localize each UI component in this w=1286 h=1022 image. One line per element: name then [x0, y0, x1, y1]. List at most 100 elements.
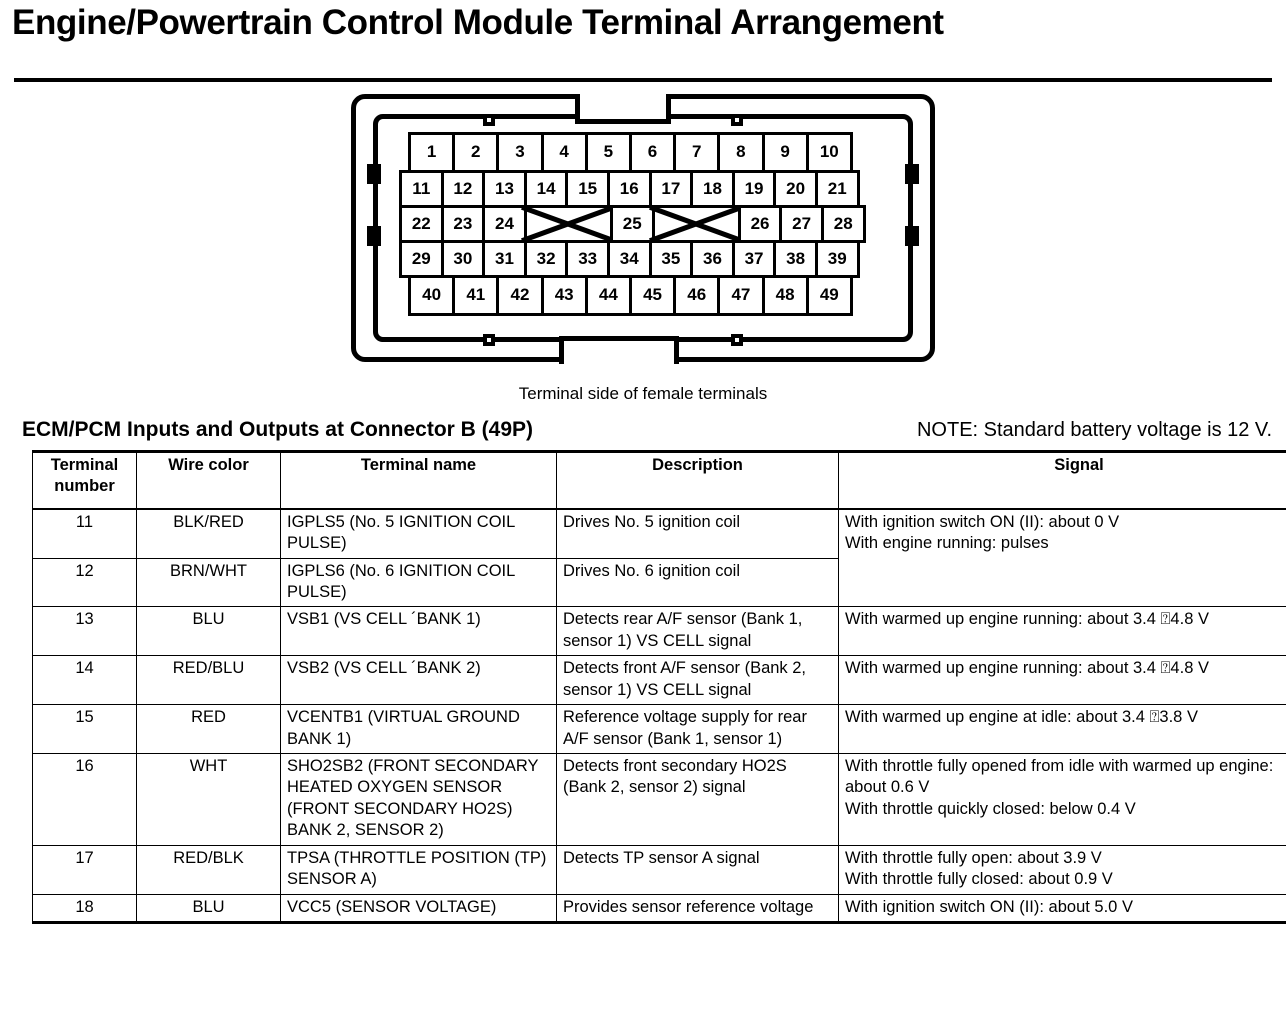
pin-cell: 15 [565, 169, 610, 208]
pin-cell: 21 [814, 169, 860, 208]
diagram-caption: Terminal side of female terminals [518, 383, 768, 403]
pin-cell: 48 [761, 274, 809, 316]
pin-cell: 28 [820, 204, 866, 243]
pin-cell: 11 [399, 169, 444, 208]
side-tab-right-upper [905, 163, 919, 184]
cell-terminal-number: 15 [32, 704, 137, 755]
pin-row-4: 29 30 31 32 33 34 35 36 37 38 39 [399, 239, 889, 278]
cell-terminal-number: 11 [32, 508, 137, 559]
cell-wire-color: BLU [136, 893, 281, 925]
side-tab-left-upper [367, 163, 381, 184]
pin-row-5: 40 41 42 43 44 45 46 47 48 49 [399, 274, 889, 316]
side-tab-left-lower [367, 225, 381, 246]
pin-cell: 39 [814, 239, 860, 278]
signal-line: With warmed up engine running: about 3.4… [845, 659, 1209, 678]
section-heading-bar: ECM/PCM Inputs and Outputs at Connector … [22, 418, 1272, 442]
cell-terminal-number: 16 [32, 753, 137, 846]
signal-line: With ignition switch ON (II): about 5.0 … [845, 897, 1133, 916]
pin-cell: 35 [648, 239, 694, 278]
pin-cell: 13 [482, 169, 527, 208]
pin-cell: 43 [540, 274, 588, 316]
signal-line: With throttle fully closed: about 0.9 V [845, 870, 1113, 889]
pin-cell: 47 [717, 274, 765, 316]
connector-diagram: 1 2 3 4 5 6 7 8 9 10 11 12 13 14 15 16 1… [343, 88, 943, 378]
section-note: NOTE: Standard battery voltage is 12 V. [916, 418, 1272, 441]
pin-cell: 20 [773, 169, 818, 208]
pin-cell: 8 [717, 131, 765, 173]
signal-line: With throttle fully open: about 3.9 V [845, 848, 1102, 867]
signal-line: With ignition switch ON (II): about 0 V [845, 512, 1120, 531]
pin-cell: 30 [440, 239, 486, 278]
section-title: ECM/PCM Inputs and Outputs at Connector … [22, 417, 534, 441]
pin-cell: 45 [628, 274, 677, 316]
notch-top-left [483, 113, 495, 126]
pin-cell: 7 [673, 131, 721, 173]
cell-terminal-number: 14 [32, 655, 137, 706]
pin-cell: 5 [584, 131, 632, 173]
cell-signal: With ignition switch ON (II): about 0 V W… [838, 508, 1286, 608]
pin-cell: 23 [440, 204, 486, 243]
cell-terminal-name: VCC5 (SENSOR VOLTAGE) [280, 893, 557, 925]
signal-line: With engine running: pulses [845, 534, 1049, 553]
pin-cell: 25 [609, 204, 655, 243]
cell-terminal-name: IGPLS6 (No. 6 IGNITION COIL PULSE) [280, 557, 557, 608]
cell-description: Drives No. 5 ignition coil [556, 508, 839, 559]
header-wire-color: Wire color [136, 449, 281, 510]
notch-top-right [731, 113, 743, 126]
pin-cell: 27 [779, 204, 824, 243]
pin-cell: 24 [482, 204, 527, 243]
cell-terminal-name: VSB1 (VS CELL ´BANK 1) [280, 606, 557, 657]
cell-terminal-name: VSB2 (VS CELL ´BANK 2) [280, 655, 557, 706]
cell-terminal-number: 17 [32, 844, 137, 895]
pin-cell: 14 [523, 169, 569, 208]
pin-cell: 40 [408, 274, 456, 316]
pin-grid: 1 2 3 4 5 6 7 8 9 10 11 12 13 14 15 16 1… [399, 131, 889, 316]
cell-signal: With warmed up engine at idle: about 3.4… [838, 704, 1286, 755]
cell-signal: With throttle fully open: about 3.9 V Wit… [838, 844, 1286, 895]
cell-description: Detects TP sensor A signal [556, 844, 839, 895]
cell-wire-color: RED [136, 704, 281, 755]
header-terminal-number: Terminal number [32, 449, 137, 510]
pin-cell: 34 [606, 239, 652, 278]
cell-signal: With ignition switch ON (II): about 5.0 … [838, 893, 1286, 925]
pin-cell: 17 [648, 169, 694, 208]
signal-line: With throttle fully opened from idle wit… [845, 757, 1274, 797]
shell-gap-right-upper [920, 125, 930, 186]
pin-cell: 44 [584, 274, 632, 316]
terminal-table: Terminal number Wire color Terminal name… [32, 449, 1286, 925]
header-description: Description [556, 449, 839, 510]
pin-cell: 41 [452, 274, 500, 316]
pin-cell: 9 [761, 131, 809, 173]
title-divider [14, 77, 1272, 82]
pin-cell: 18 [690, 169, 735, 208]
cell-description: Reference voltage supply for rear A/F se… [556, 704, 839, 755]
pin-cell: 1 [408, 131, 456, 173]
header-terminal-number-line1: Terminal [50, 455, 119, 474]
cell-wire-color: BLU [136, 606, 281, 657]
pin-cell: 32 [523, 239, 569, 278]
cell-wire-color: RED/BLU [136, 655, 281, 706]
cell-terminal-name: TPSA (THROTTLE POSITION (TP) SENSOR A) [280, 844, 557, 895]
cell-description: Drives No. 6 ignition coil [556, 557, 839, 608]
cell-terminal-name: VCENTB1 (VIRTUAL GROUND BANK 1) [280, 704, 557, 755]
pin-cell: 22 [399, 204, 444, 243]
table-header-row: Terminal number Wire color Terminal name… [32, 449, 1286, 510]
shell-gap-left-upper [356, 125, 366, 186]
cell-description: Detects front secondary HO2S (Bank 2, se… [556, 753, 839, 846]
notch-bottom-right [731, 333, 743, 346]
cell-wire-color: WHT [136, 753, 281, 846]
cell-description: Detects rear A/F sensor (Bank 1, sensor … [556, 606, 839, 657]
latch-top-join [580, 91, 666, 100]
signal-line: With throttle quickly closed: below 0.4 … [845, 799, 1136, 818]
pin-cell: 31 [482, 239, 527, 278]
pin-cell: 12 [440, 169, 486, 208]
cell-terminal-name: SHO2SB2 (FRONT SECONDARY HEATED OXYGEN S… [280, 753, 557, 846]
pin-cell: 49 [805, 274, 853, 316]
pin-cell: 46 [673, 274, 721, 316]
